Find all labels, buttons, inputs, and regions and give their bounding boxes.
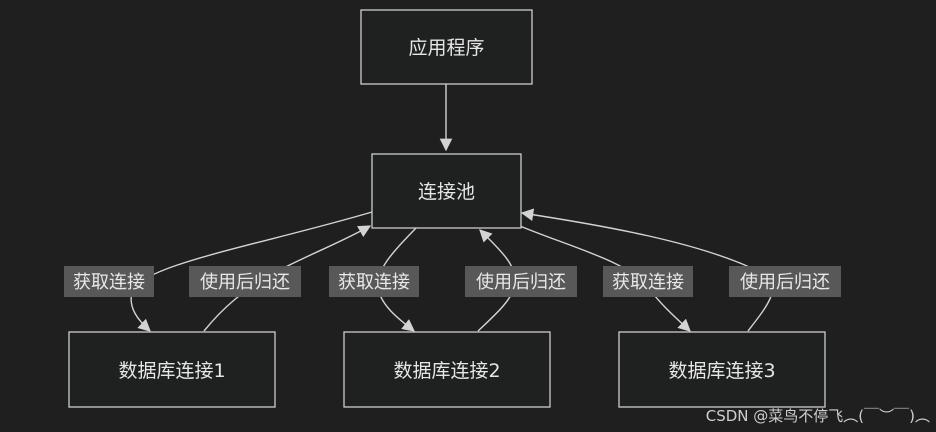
svg-text:数据库连接3: 数据库连接3 [668,360,775,382]
node-db-connection-1: 数据库连接1 [68,331,276,408]
svg-text:使用后归还: 使用后归还 [740,272,830,293]
node-db-connection-2: 数据库连接2 [343,331,551,408]
edge-label-release-1: 使用后归还 [189,266,301,297]
node-connection-pool: 连接池 [371,153,522,229]
svg-text:应用程序: 应用程序 [408,37,484,59]
svg-text:使用后归还: 使用后归还 [200,272,290,293]
svg-text:连接池: 连接池 [418,181,475,203]
svg-text:数据库连接2: 数据库连接2 [393,360,500,382]
svg-text:数据库连接1: 数据库连接1 [118,360,225,382]
svg-text:获取连接: 获取连接 [612,272,684,293]
svg-text:获取连接: 获取连接 [73,272,145,293]
edge-label-release-2: 使用后归还 [465,266,577,297]
node-application: 应用程序 [360,9,533,85]
edge-db3-to-pool [520,208,774,332]
watermark: CSDN @菜鸟不停飞︵(￣︶￣)︵ [705,407,930,425]
edge-label-acquire-1: 获取连接 [64,266,154,297]
edge-label-release-3: 使用后归还 [729,266,841,297]
edge-label-acquire-3: 获取连接 [603,266,693,297]
svg-text:使用后归还: 使用后归还 [476,272,566,293]
node-db-connection-3: 数据库连接3 [618,331,826,408]
svg-text:获取连接: 获取连接 [338,272,410,293]
edge-label-acquire-2: 获取连接 [329,266,419,297]
